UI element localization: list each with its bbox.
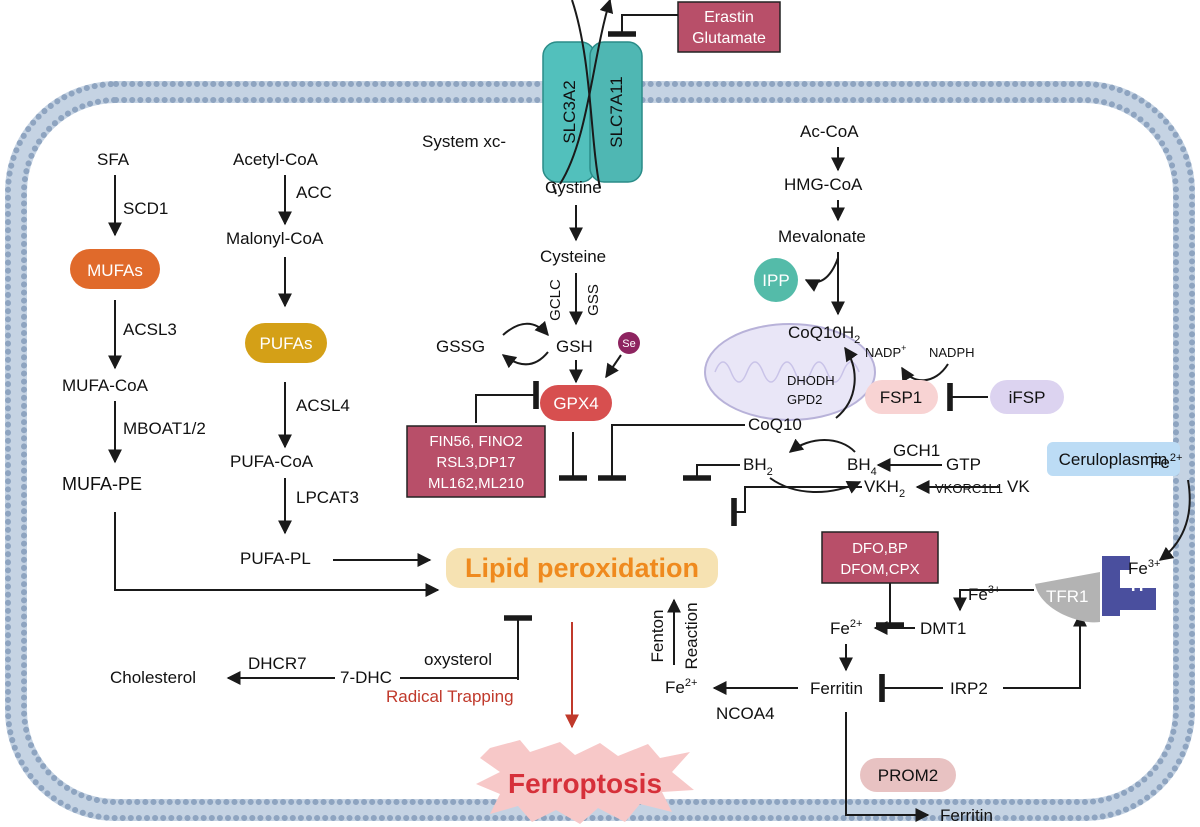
cysteine-label: Cysteine — [540, 247, 606, 266]
vkh2-label: VKH2 — [864, 477, 905, 500]
ipp-circle: IPP — [754, 258, 798, 302]
ceruloplasmin-box: Ceruloplasmin — [1047, 442, 1180, 476]
reaction-label: Reaction — [682, 602, 701, 669]
ifsp-label: iFSP — [1009, 388, 1046, 407]
erastin-label: Erastin — [704, 9, 754, 26]
mboat-label: MBOAT1/2 — [123, 419, 206, 438]
fe3-label-tfr1: Fe3+ — [968, 584, 1000, 604]
ceruloplasmin-label: Ceruloplasmin — [1059, 450, 1168, 469]
system-xc-label: System xc- — [422, 132, 506, 151]
ferroptosis-label: Ferroptosis — [508, 768, 662, 799]
prom2-pill: PROM2 — [860, 758, 956, 792]
tfr1-label: TFR1 — [1046, 587, 1089, 606]
radical-trapping-label: Radical Trapping — [386, 687, 514, 706]
gpd2-label: GPD2 — [787, 392, 822, 407]
ac-coa-label: Ac-CoA — [800, 122, 859, 141]
inhibitor-fin56: FIN56, FINO2 — [429, 433, 522, 450]
mufas-label: MUFAs — [87, 261, 143, 280]
lipid-peroxidation-box: Lipid peroxidation — [446, 548, 718, 588]
acc-label: ACC — [296, 183, 332, 202]
tfr1-receptor: TFR1 — [1035, 572, 1100, 623]
inhibitor-rsl3: RSL3,DP17 — [436, 454, 515, 471]
fenton-label: Fenton — [648, 610, 667, 663]
gssg-label: GSSG — [436, 337, 485, 356]
slc3a2-label: SLC3A2 — [560, 80, 579, 143]
gch1-label: GCH1 — [893, 441, 940, 460]
tf-label: Tf — [1128, 576, 1144, 595]
mufas-pill: MUFAs — [70, 249, 160, 289]
nadph-label: NADPH — [929, 345, 975, 360]
pufa-coa-label: PUFA-CoA — [230, 452, 314, 471]
iron-chelators-box: DFO,BP DFOM,CPX — [821, 531, 939, 584]
fsp1-label: FSP1 — [880, 388, 923, 407]
gpx4-label: GPX4 — [553, 394, 598, 413]
erastin-glutamate-box: Erastin Glutamate — [677, 1, 781, 53]
ferroptosis-burst: Ferroptosis — [476, 740, 694, 824]
hmg-coa-label: HMG-CoA — [784, 175, 863, 194]
vk-label: VK — [1007, 477, 1030, 496]
slc7a11-label: SLC7A11 — [607, 76, 626, 148]
ipp-label: IPP — [762, 271, 789, 290]
ferritin-export-label: Ferritin — [940, 806, 993, 825]
ifsp-pill: iFSP — [990, 380, 1064, 414]
bh2-label: BH2 — [743, 455, 773, 478]
acetyl-coa-label: Acetyl-CoA — [233, 150, 319, 169]
selenium-badge: Se — [618, 332, 640, 354]
cholesterol-label: Cholesterol — [110, 668, 196, 687]
lpcat3-label: LPCAT3 — [296, 488, 359, 507]
cystine-label: Cystine — [545, 178, 602, 197]
gtp-label: GTP — [946, 455, 981, 474]
transferrin: Tf — [1102, 556, 1156, 616]
scd1-label: SCD1 — [123, 199, 168, 218]
dhodh-label: DHODH — [787, 373, 835, 388]
dmt1-label: DMT1 — [920, 619, 966, 638]
ferritin-label: Ferritin — [810, 679, 863, 698]
dhcr7-label: DHCR7 — [248, 654, 307, 673]
pufa-pl-label: PUFA-PL — [240, 549, 311, 568]
coq10h2-label: CoQ10H2 — [788, 323, 860, 346]
sfa-label: SFA — [97, 150, 130, 169]
vkorc1l1-label: VKORC1L1 — [935, 481, 1003, 496]
fe2-label-fenton: Fe2+ — [665, 677, 697, 697]
bh4-label: BH4 — [847, 455, 877, 478]
nadp-label: NADP+ — [865, 343, 906, 360]
chelator-dfo: DFO,BP — [852, 540, 908, 557]
pufas-label: PUFAs — [260, 334, 313, 353]
fe2-label-ferritin: Fe2+ — [830, 618, 862, 638]
mevalonate-label: Mevalonate — [778, 227, 866, 246]
malonyl-coa-label: Malonyl-CoA — [226, 229, 324, 248]
acsl3-label: ACSL3 — [123, 320, 177, 339]
glutamate-label: Glutamate — [692, 30, 766, 47]
fe2-label-extracellular: Fe2+ — [1150, 452, 1182, 472]
acsl4-label: ACSL4 — [296, 396, 350, 415]
mitochondrion — [704, 323, 876, 421]
ncoa4-label: NCOA4 — [716, 704, 775, 723]
pufas-pill: PUFAs — [245, 323, 327, 363]
chelator-dfom: DFOM,CPX — [840, 561, 919, 578]
gpx4-pill: GPX4 — [540, 385, 612, 421]
gpx4-inhibitors-box: FIN56, FINO2 RSL3,DP17 ML162,ML210 — [406, 425, 546, 498]
se-label: Se — [622, 338, 635, 350]
prom2-label: PROM2 — [878, 766, 938, 785]
oxysterol-label: oxysterol — [424, 650, 492, 669]
coq10-label: CoQ10 — [748, 415, 802, 434]
inhibitor-ml162: ML162,ML210 — [428, 475, 524, 492]
fe3-label-tf: Fe3+ — [1128, 558, 1160, 578]
irp2-label: IRP2 — [950, 679, 988, 698]
7-dhc-label: 7-DHC — [340, 668, 392, 687]
system-xc-transporter: SLC3A2 SLC7A11 — [542, 0, 643, 195]
gss-label: GSS — [585, 284, 602, 316]
mufa-coa-label: MUFA-CoA — [62, 376, 149, 395]
fsp1-pill: FSP1 — [865, 380, 938, 414]
lipid-peroxidation-label: Lipid peroxidation — [465, 553, 699, 583]
mufa-pe-label: MUFA-PE — [62, 474, 142, 494]
gsh-label: GSH — [556, 337, 593, 356]
gclc-label: GCLC — [547, 279, 564, 321]
